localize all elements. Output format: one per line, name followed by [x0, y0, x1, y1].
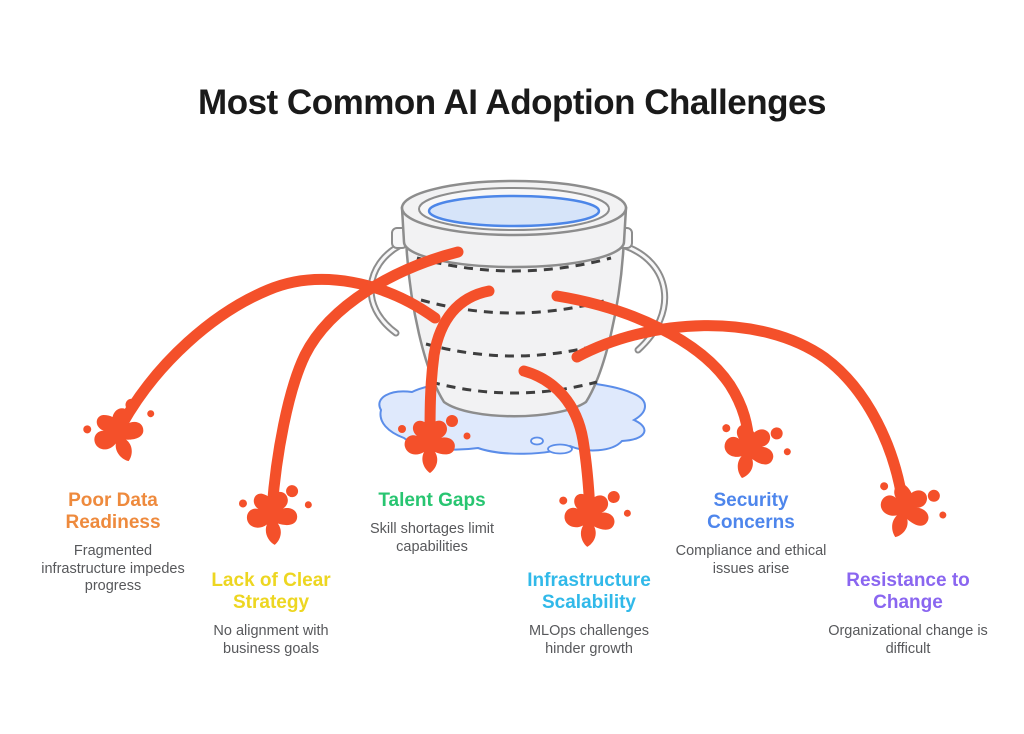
challenge-description: Organizational change is difficult: [828, 623, 988, 657]
bucket-illustration: [367, 179, 669, 418]
leak-arrow-strategy: [266, 246, 464, 516]
challenge-card-lack-of-clear-strategy: Lack of Clear Strategy No alignment with…: [181, 570, 361, 658]
challenge-title: Poor Data Readiness: [65, 490, 161, 533]
challenge-title: Security Concerns: [707, 490, 795, 533]
challenge-title: Talent Gaps: [378, 490, 486, 511]
challenge-title: Resistance to Change: [846, 570, 970, 613]
puddle-bubble-large: [547, 443, 573, 455]
paint-splash-icon-strategy: [237, 483, 316, 548]
challenge-description: Compliance and ethical issues arise: [675, 543, 827, 577]
page-title: Most Common AI Adoption Challenges: [198, 83, 826, 123]
challenge-description: MLOps challenges hinder growth: [528, 623, 650, 657]
challenge-card-resistance-to-change: Resistance to Change Organizational chan…: [818, 570, 998, 658]
paint-splash-icon-resistance: [865, 471, 954, 551]
challenge-description: No alignment with business goals: [213, 623, 329, 657]
challenge-title: Lack of Clear Strategy: [211, 570, 331, 613]
paint-splash-icon-security: [711, 413, 797, 489]
challenge-description: Skill shortages limit capabilities: [369, 521, 495, 555]
leak-arrow-poor-data: [114, 274, 441, 434]
leak-arrow-security: [551, 290, 755, 450]
challenge-card-infrastructure-scalability: Infrastructure Scalability MLOps challen…: [499, 570, 679, 658]
bucket-body: [404, 236, 626, 418]
challenge-title: Infrastructure Scalability: [527, 570, 651, 613]
water-surface: [427, 194, 601, 228]
challenge-description: Fragmented infrastructure impedes progre…: [41, 543, 185, 594]
puddle-bubble-small: [530, 436, 544, 446]
bucket-dash-line-4: [430, 380, 598, 395]
challenge-card-security-concerns: Security Concerns Compliance and ethical…: [661, 490, 841, 578]
leak-arrow-talent: [424, 285, 495, 444]
leak-arrow-resistance: [571, 320, 909, 510]
challenge-card-poor-data-readiness: Poor Data Readiness Fragmented infrastru…: [23, 490, 203, 596]
bucket-dash-line-1: [416, 256, 612, 273]
bucket-dash-line-3: [425, 342, 603, 358]
leak-arrow-infrastructure: [518, 365, 596, 518]
paint-splash-icon-poor-data: [78, 392, 167, 473]
challenge-card-talent-gaps: Talent Gaps Skill shortages limit capabi…: [342, 490, 522, 556]
leak-arrows: [114, 246, 909, 518]
